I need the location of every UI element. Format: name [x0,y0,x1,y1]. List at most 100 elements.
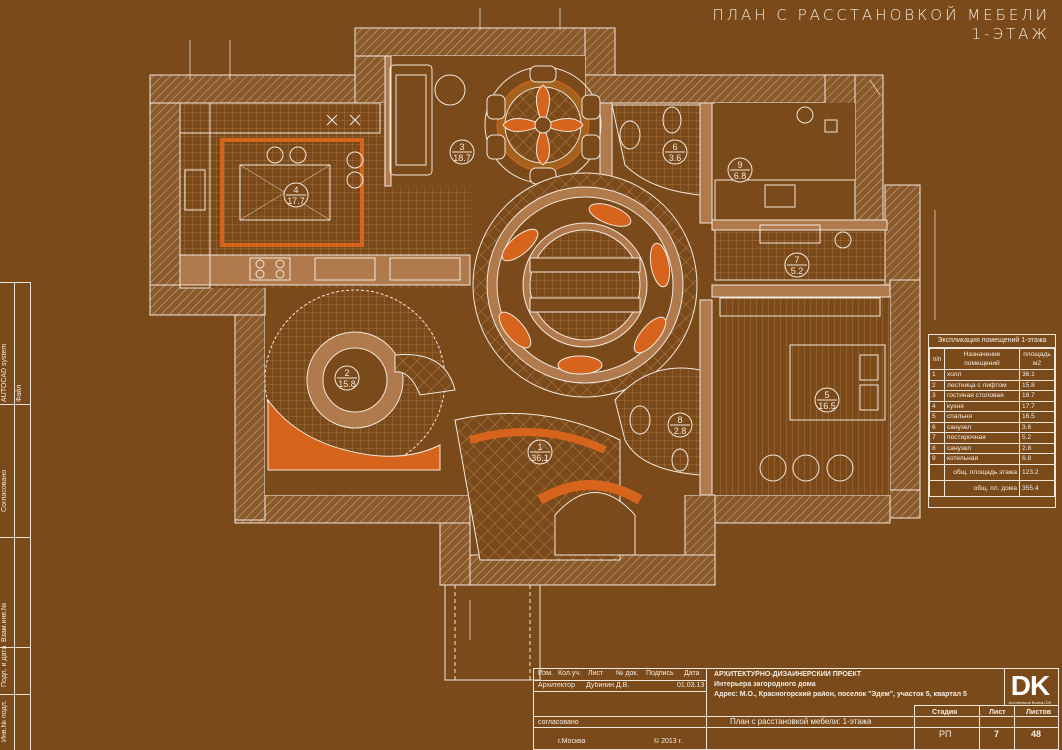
strip-label-sign: Подп. и дата [1,645,8,687]
total-house-label: общ. пл. дома [944,479,1020,497]
legend-name: холл [944,369,1020,381]
legend-name: гостиная столовая [944,390,1020,402]
central-rotunda [472,172,698,398]
legend-name: котельная [944,453,1020,465]
room-number: 4 [293,185,298,195]
room-area: 6.8 [734,171,747,181]
legend-name: санузел [944,442,1020,454]
company-logo: DK Architectural Bureau DK [1006,672,1054,708]
stamp-agreed: согласовано [538,719,579,726]
strip-cell [0,694,30,695]
strip-cell [0,282,30,283]
legend-col-name: Назначение помещений [944,348,1020,370]
legend-num: 9 [929,453,945,465]
legend-name: спальня [944,411,1020,423]
room-area: 18.7 [453,153,471,163]
room-number: 1 [537,442,542,452]
stamp-city: г.Москва [558,738,586,745]
bedroom [719,297,886,482]
room-marker-9: 96.8 [727,157,753,183]
room-area: 17.7 [287,196,305,206]
dimension-lines [189,8,936,640]
room-marker-3: 318.7 [449,139,475,165]
legend-area: 2.8 [1019,442,1055,454]
title-line-1: ПЛАН С РАССТАНОВКОЙ МЕБЕЛИ [712,6,1050,24]
logo-mark: DK [1010,670,1050,701]
strip-label-file: Файл [16,384,23,402]
strip-cell [0,404,30,405]
project-title: АРХИТЕКТУРНО-ДИЗАЙНЕРСКИЙ ПРОЕКТ [714,671,862,678]
legend-num: 3 [929,390,945,402]
living-dining [389,64,602,185]
legend-num: 1 [929,369,945,381]
outer-walls [149,27,921,586]
legend-name: кухня [944,400,1020,412]
legend-num: 2 [929,379,945,391]
legend-area: 15.8 [1019,379,1055,391]
room-number: 8 [677,415,682,425]
total-house-value: 355.4 [1019,479,1055,497]
stamp-year: © 2013 г. [654,738,683,745]
legend-name: санузел [944,421,1020,433]
legend-header: Экспликация помещений 1-этажа [929,335,1055,348]
room-marker-2: 215.8 [334,365,360,391]
room-marker-5: 516.5 [814,387,840,413]
room-legend: Экспликация помещений 1-этажа п/п Назнач… [928,334,1056,508]
stamp-h-sheet: Лист [989,709,1006,716]
room-number: 3 [459,142,464,152]
strip-label-inv: Инв.№ подл. [1,700,8,742]
room-area: 5.2 [791,266,804,276]
total-floor-value: 123.2 [1019,463,1055,481]
legend-name: лестница с лифтом [944,379,1020,391]
legend-num: 6 [929,421,945,433]
project-subtitle: Интерьера загородного дома [714,681,816,688]
room-area: 16.5 [818,401,836,411]
stamp-h-stage: Стадия [932,709,958,716]
title-block: Изм. Кол.уч. Лист № док. Подпись Дата Ар… [533,668,1059,750]
legend-name: постирочная [944,432,1020,444]
stamp-sheet: 7 [994,729,1000,739]
total-floor-label: общ. площадь этажа [944,463,1020,481]
room-area: 2.8 [674,426,687,436]
legend-col-num: п/п [929,348,945,370]
room-number: 2 [344,368,349,378]
legend-num: 4 [929,400,945,412]
stamp-h-list: Лист [588,670,604,677]
room-marker-7: 75.2 [784,252,810,278]
room-number: 9 [737,160,742,170]
room-markers: 136.1 215.8 318.7 417.7 516.5 63.6 75.2 … [283,139,840,465]
room-number: 7 [794,255,799,265]
strip-cell [0,537,30,538]
kitchen [179,102,461,289]
room-area: 36.1 [531,453,549,463]
stamp-sheets: 48 [1031,729,1042,739]
stamp-author: Дубинин Д.В. [586,682,630,689]
strip-divider [14,282,15,750]
legend-area: 5.2 [1019,432,1055,444]
stamp-h-ndok: № док. [616,670,639,677]
stamp-h-izm: Изм. [538,670,553,677]
room-area: 15.8 [338,379,356,389]
sheet-title: План с расстановкой мебели: 1-этажа [730,717,872,726]
hall-bottom [444,412,643,681]
room-area: 3.6 [669,153,682,163]
stamp-h-data: Дата [684,670,700,677]
stamp-role: Архитектор [538,682,575,689]
side-stamp: AUTOCAD system Файл Согласовано Инв.№ по… [0,282,31,750]
room-number: 6 [672,142,677,152]
stamp-h-podp: Подпись [646,670,674,677]
stamp-h-sheets: Листов [1026,709,1052,716]
strip-label-replace: Взам.инв.№ [1,602,8,642]
legend-num: 7 [929,432,945,444]
